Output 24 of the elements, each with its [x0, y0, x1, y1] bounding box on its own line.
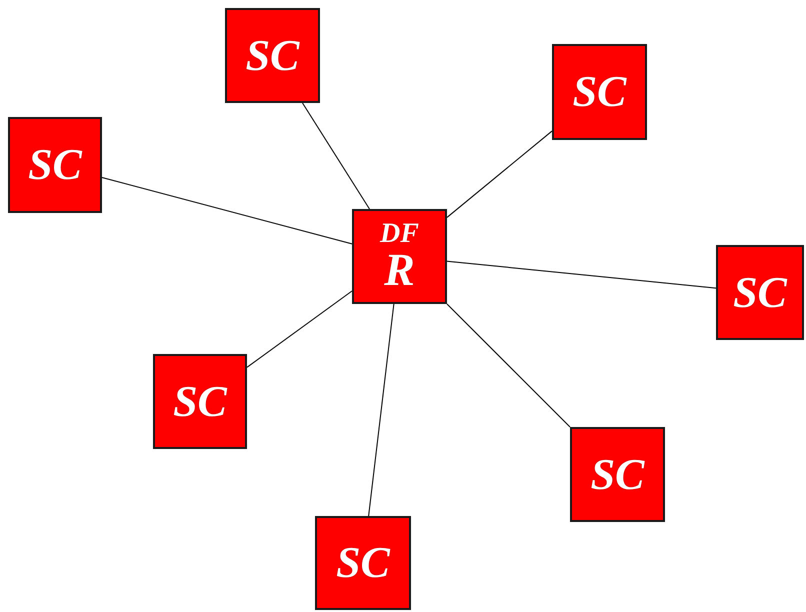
node-label: SC — [590, 454, 644, 496]
node-label: R — [384, 248, 415, 292]
node-label: SC — [28, 144, 82, 186]
node-label: SC — [572, 71, 626, 113]
connector-line — [446, 304, 570, 428]
node-box — [352, 209, 447, 304]
connector-line — [446, 260, 716, 289]
connector-line — [446, 130, 552, 218]
node-label: SC — [246, 34, 300, 76]
connector-line — [102, 176, 352, 244]
node-label: SC — [733, 272, 787, 314]
node-label: SC — [173, 380, 227, 422]
node-box — [8, 117, 102, 213]
node-box — [225, 8, 320, 103]
node-box — [552, 44, 647, 140]
connector-line — [302, 102, 370, 210]
node-box — [716, 245, 804, 340]
node-box — [315, 516, 411, 610]
node-box — [153, 354, 247, 449]
node-label: DF — [380, 221, 419, 248]
node-label: SC — [336, 542, 390, 584]
node-box — [570, 427, 665, 522]
connector-line — [246, 290, 352, 368]
connector-line — [368, 304, 394, 516]
